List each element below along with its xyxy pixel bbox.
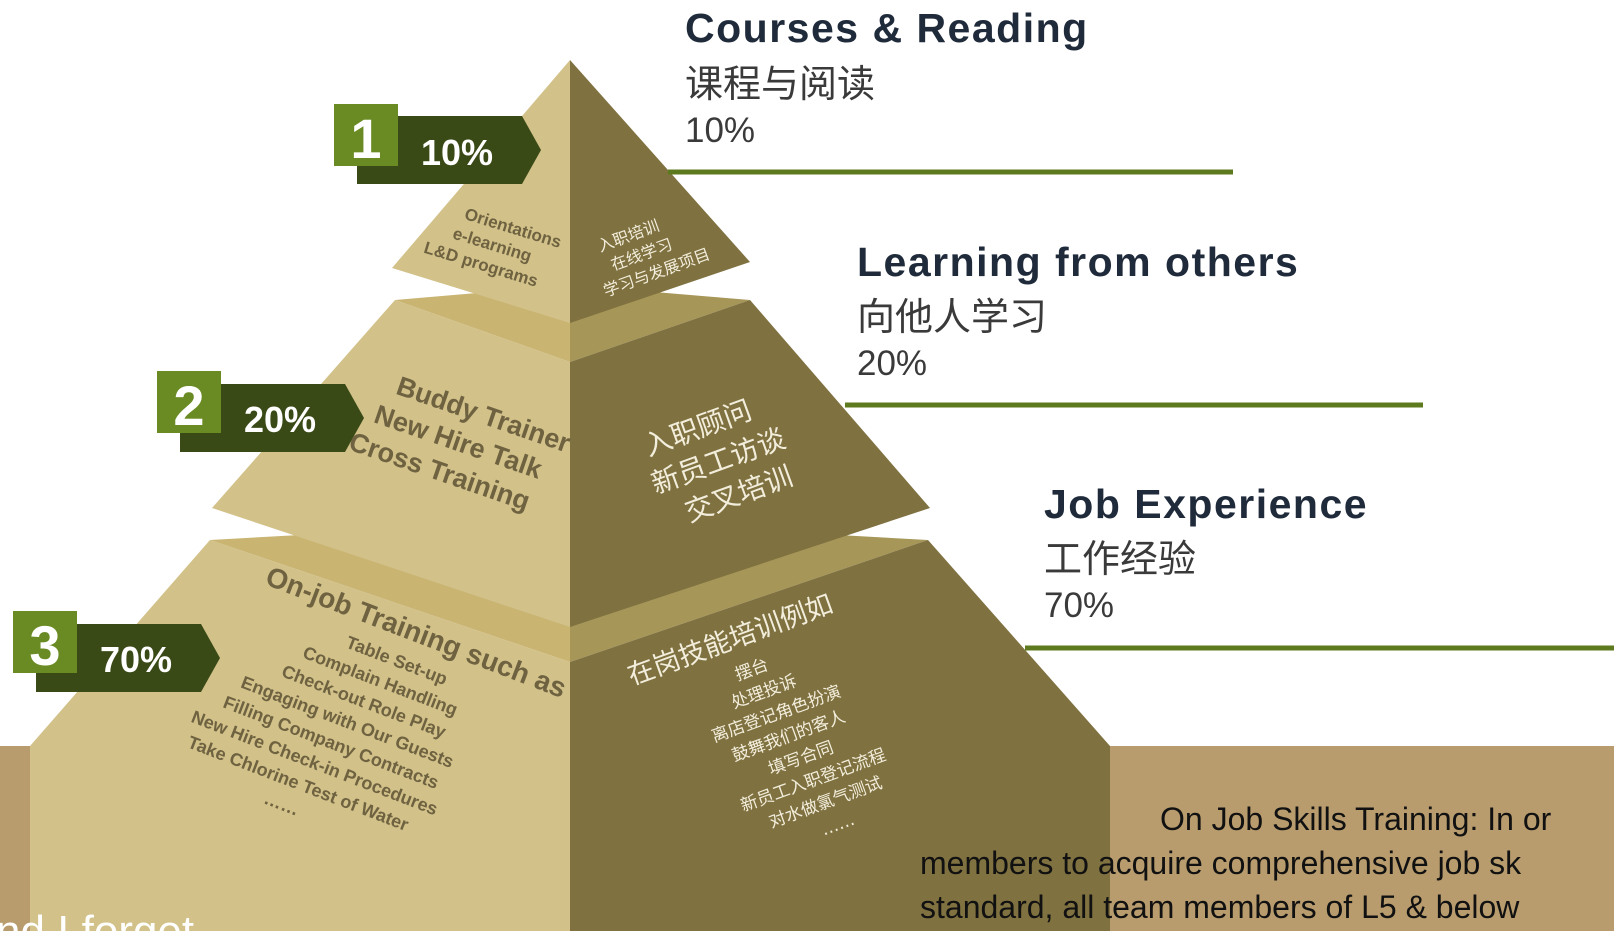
badge-2-percent: 20% xyxy=(244,399,316,440)
badge-level-2: 2 20% xyxy=(157,371,364,452)
level1-title-cn: 课程与阅读 xyxy=(685,62,875,106)
tier1-left-face xyxy=(392,60,570,323)
badge-1-square xyxy=(334,104,398,166)
tier2-left-face xyxy=(212,300,570,627)
level3-title-cn: 工作经验 xyxy=(1044,537,1196,581)
level1-percent: 10% xyxy=(685,111,755,150)
badge-level-1: 1 10% xyxy=(334,104,541,184)
badge-3-number: 3 xyxy=(29,614,60,677)
badge-3-arrow xyxy=(36,624,220,692)
level2-title-cn: 向他人学习 xyxy=(857,295,1047,339)
level2-title: Learning from others xyxy=(857,239,1299,285)
level2-percent: 20% xyxy=(857,344,927,383)
level3-title: Job Experience xyxy=(1044,481,1368,527)
badge-2-number: 2 xyxy=(173,374,204,437)
level3-percent: 70% xyxy=(1044,586,1114,625)
badge-3-square xyxy=(13,611,77,673)
badge-1-number: 1 xyxy=(350,107,381,170)
badge-2-square xyxy=(157,371,221,433)
body-text-line-1: On Job Skills Training: In or xyxy=(1160,801,1552,837)
badge-1-arrow xyxy=(357,116,541,184)
tier3-right-face xyxy=(570,540,1110,931)
badge-2-arrow xyxy=(180,384,364,452)
body-text-line-3: standard, all team members of L5 & below xyxy=(920,889,1520,925)
badge-1-percent: 10% xyxy=(421,132,493,173)
tier1-right-face xyxy=(570,60,750,323)
body-text-line-2: members to acquire comprehensive job sk xyxy=(920,845,1522,881)
level1-title: Courses & Reading xyxy=(685,5,1089,51)
corner-cutoff-text: nd I forget xyxy=(0,907,194,931)
badge-3-percent: 70% xyxy=(100,639,172,680)
tier2-right-face xyxy=(570,300,930,627)
badge-level-3: 3 70% xyxy=(13,611,220,692)
